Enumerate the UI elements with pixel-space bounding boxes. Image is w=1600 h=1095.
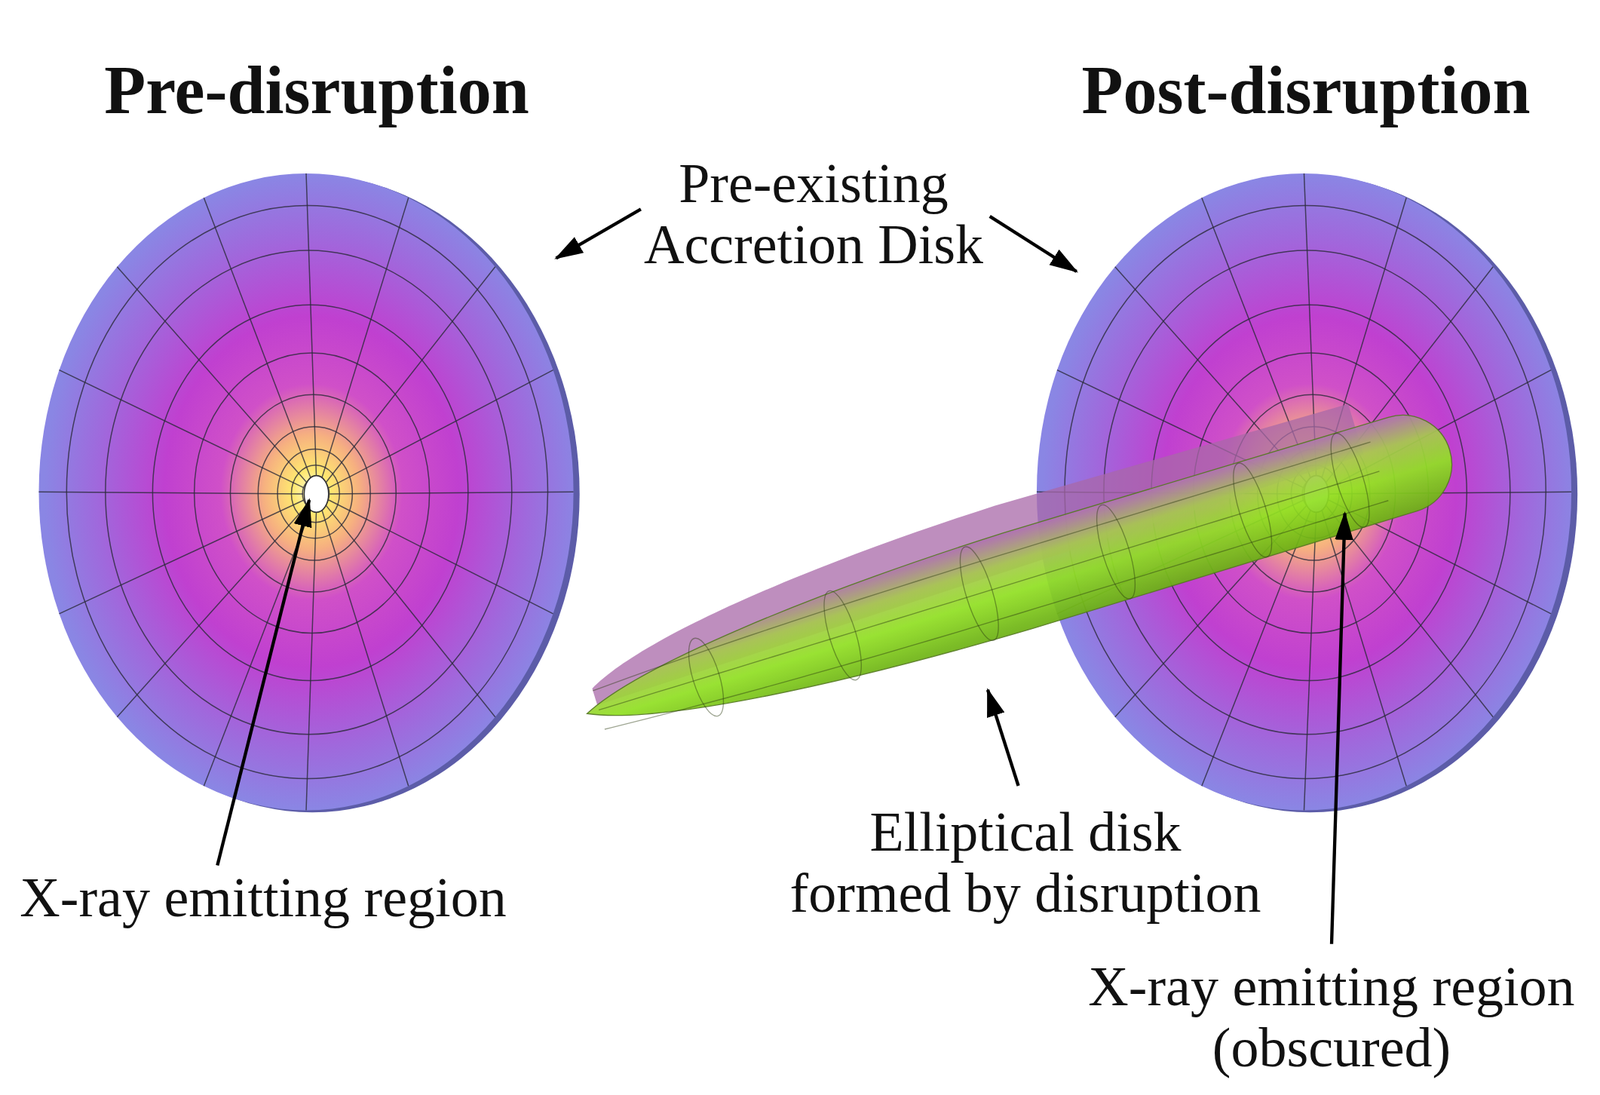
tube-body [572, 401, 1465, 761]
disk-grid [39, 173, 574, 810]
tube-grid-ring [1323, 429, 1378, 532]
grid-spoke [325, 505, 496, 718]
tube-grid-ring [952, 542, 1007, 644]
tube-grid-line [589, 441, 1374, 691]
panel-title: Post-disruption [1081, 52, 1530, 128]
grid-spoke [306, 173, 317, 479]
callout-label: X-ray emitting region (obscured) [1075, 956, 1588, 1079]
panel-title: Pre-disruption [104, 52, 529, 128]
callout-label: X-ray emitting region [19, 867, 506, 929]
callout-label: Pre-existing Accretion Disk [625, 153, 1003, 276]
grid-spoke [39, 491, 304, 494]
callout-label: Elliptical disk formed by disruption [786, 801, 1266, 925]
grid-spoke [116, 505, 307, 718]
grid-spoke [116, 266, 307, 483]
tube-grid-ring [1225, 459, 1280, 561]
grid-spoke [328, 499, 554, 614]
grid-spoke [329, 491, 574, 494]
leader-arrow [987, 689, 1019, 786]
disk-face [39, 173, 574, 810]
leader-arrow [1331, 513, 1346, 945]
tube-grid-ring [681, 634, 731, 720]
grid-spoke [325, 266, 496, 483]
leader-arrow [217, 499, 310, 865]
elliptical-disk [563, 373, 1465, 761]
grid-spoke [321, 197, 408, 479]
grid-spoke [1325, 505, 1493, 718]
leader-arrow [556, 208, 641, 258]
grid-spoke [306, 509, 317, 810]
tube-grid-line [598, 471, 1380, 711]
pre-disruption-disk [39, 173, 580, 813]
grid-spoke [58, 499, 304, 614]
grid-ring [66, 205, 548, 779]
grid-spoke [1303, 509, 1316, 810]
grid-spoke [1321, 508, 1407, 786]
grid-spoke [203, 197, 311, 479]
leader-arrow [990, 216, 1077, 272]
grid-spoke [321, 508, 408, 786]
grid-spoke [58, 370, 304, 488]
tube-grid-ring [816, 586, 870, 684]
tube-grid-ring [1088, 501, 1144, 604]
grid-spoke [328, 370, 554, 488]
